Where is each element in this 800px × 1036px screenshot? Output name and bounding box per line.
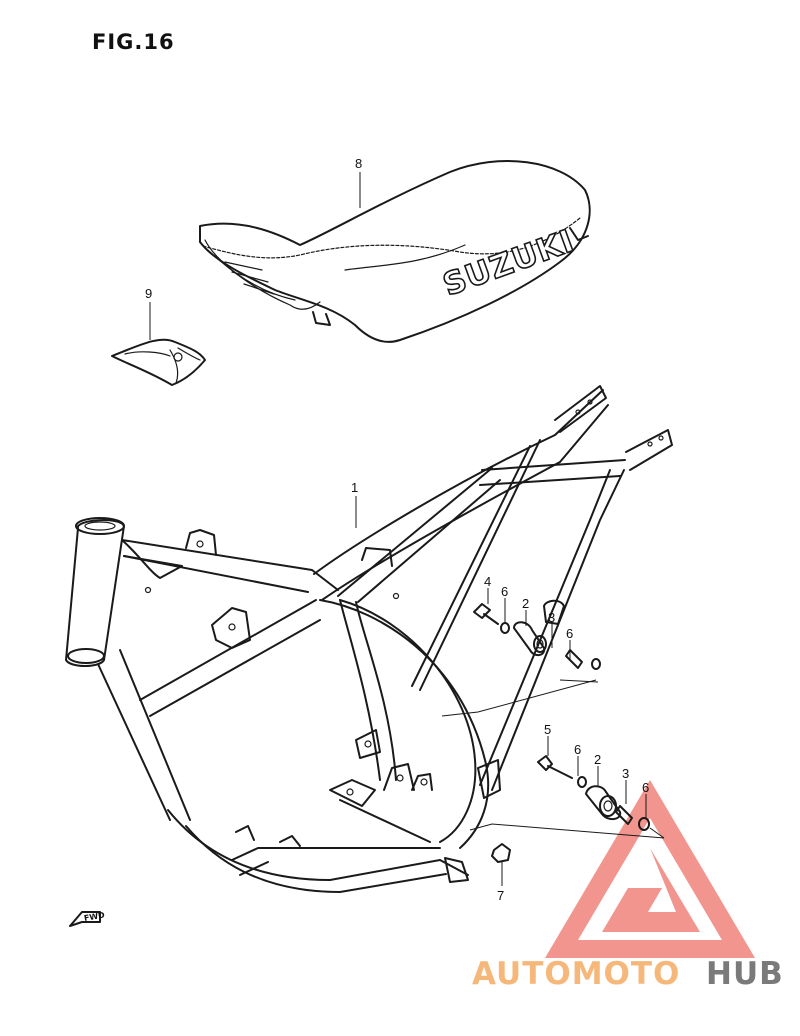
fwd-label: FWD xyxy=(83,910,106,923)
callout-2-lower: 2 xyxy=(594,752,601,767)
callout-5: 5 xyxy=(544,722,551,737)
callout-labels: 8 9 1 4 6 2 3 6 5 6 2 3 6 7 xyxy=(145,156,649,903)
seat-part: SUZUKI xyxy=(199,160,591,343)
frame-part xyxy=(65,385,673,893)
callout-4: 4 xyxy=(484,574,491,589)
watermark-text-right: HUB xyxy=(706,956,784,992)
callout-3-upper: 3 xyxy=(548,610,555,625)
callout-3-lower: 3 xyxy=(622,766,629,781)
watermark: AUTOMOTO HUB xyxy=(472,956,784,992)
callout-7: 7 xyxy=(497,888,504,903)
tool-bag-part xyxy=(111,338,206,386)
watermark-logo-icon xyxy=(545,780,755,958)
upper-mount-hardware xyxy=(473,599,601,670)
watermark-text-left: AUTOMOTO xyxy=(472,956,680,992)
callout-6-lower-a: 6 xyxy=(574,742,581,757)
seat-logo-text: SUZUKI xyxy=(438,223,579,304)
callout-6-upper-b: 6 xyxy=(566,626,573,641)
seat-logo-icon: SUZUKI xyxy=(438,222,580,304)
figure-title: FIG.16 xyxy=(92,30,175,54)
callout-8: 8 xyxy=(355,156,362,171)
callout-6-lower-b: 6 xyxy=(642,780,649,795)
callout-9: 9 xyxy=(145,286,152,301)
fwd-arrow-icon: FWD xyxy=(69,910,106,927)
lower-mount-hardware xyxy=(491,755,650,863)
callout-6-upper-a: 6 xyxy=(501,584,508,599)
callout-1: 1 xyxy=(351,480,358,495)
leader-lines xyxy=(149,172,665,886)
callout-2-upper: 2 xyxy=(522,596,529,611)
